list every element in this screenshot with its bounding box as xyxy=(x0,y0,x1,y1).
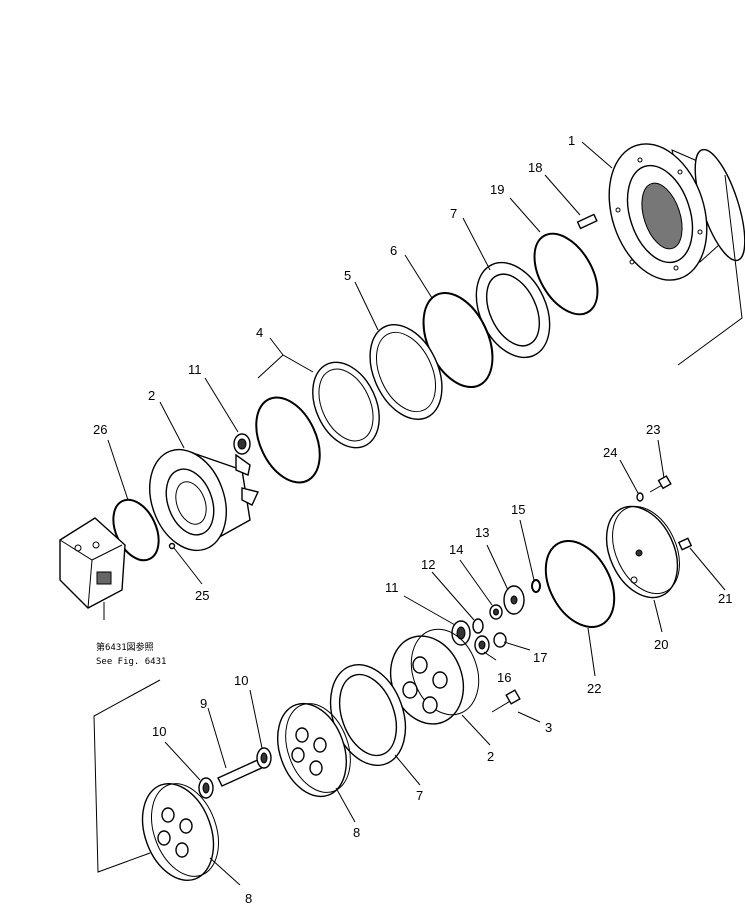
part-1-housing xyxy=(608,143,745,281)
part-19-snap-ring xyxy=(533,232,599,316)
part-24-washer xyxy=(636,492,644,502)
part-5-seal-ring xyxy=(369,324,443,420)
part-16-spacer xyxy=(474,635,490,655)
part-8-carrier-plate-upper xyxy=(277,702,351,798)
callout-3: 3 xyxy=(545,720,552,735)
part-12-thrust-washer xyxy=(472,618,484,634)
callout-16: 16 xyxy=(497,670,511,685)
part-8-carrier-plate-lower xyxy=(141,782,219,882)
part-25-plug xyxy=(168,542,176,550)
part-7-gear-ring-upper xyxy=(475,261,551,359)
callout-14: 14 xyxy=(449,542,463,557)
callout-13: 13 xyxy=(475,525,489,540)
part-21-plug xyxy=(677,537,693,551)
part-11-bearing-lower xyxy=(451,620,471,646)
callout-2-lower: 2 xyxy=(487,749,494,764)
callout-2: 2 xyxy=(148,388,155,403)
callout-11: 11 xyxy=(188,362,202,377)
part-4-floating-seal xyxy=(255,354,380,484)
callout-21: 21 xyxy=(718,591,732,606)
callout-25: 25 xyxy=(195,588,209,603)
leader-lines xyxy=(93,141,743,886)
reference-note-en: See Fig. 6431 xyxy=(96,657,166,667)
part-10-bearing-right xyxy=(256,747,272,769)
callout-17: 17 xyxy=(533,650,547,665)
callout-19: 19 xyxy=(490,182,504,197)
part-18-pin xyxy=(576,213,598,230)
callout-12: 12 xyxy=(421,557,435,572)
part-7-gear-ring-lower xyxy=(329,663,407,767)
part-15-snap-ring xyxy=(531,579,541,593)
callout-10-right: 10 xyxy=(234,673,248,688)
callout-1: 1 xyxy=(568,133,575,148)
callout-26: 26 xyxy=(93,422,107,437)
part-13-gear xyxy=(503,585,525,615)
part-17-ring xyxy=(493,632,507,648)
callout-7: 7 xyxy=(450,206,457,221)
callout-11-lower: 11 xyxy=(385,580,399,595)
callout-9: 9 xyxy=(200,696,207,711)
callout-labels: 1 18 19 7 6 5 4 11 2 26 25 23 24 15 13 1… xyxy=(93,133,732,905)
callout-23: 23 xyxy=(646,422,660,437)
part-11-bearing-upper xyxy=(233,433,251,455)
part-2-hub-upper xyxy=(149,448,259,552)
reference-note-jp: 第6431図参照 xyxy=(96,641,154,653)
part-14-washer xyxy=(489,604,503,620)
part-20-cover xyxy=(605,505,680,599)
part-23-bolt xyxy=(649,475,672,493)
callout-7-lower: 7 xyxy=(416,788,423,803)
callout-6: 6 xyxy=(390,243,397,258)
callout-22: 22 xyxy=(587,681,601,696)
motor-block xyxy=(59,517,126,620)
callout-5: 5 xyxy=(344,268,351,283)
callout-20: 20 xyxy=(654,637,668,652)
part-2-carrier-lower xyxy=(389,628,480,725)
part-10-bearing-left xyxy=(198,777,214,799)
callout-24: 24 xyxy=(603,445,617,460)
callout-18: 18 xyxy=(528,160,542,175)
callout-8-lower: 8 xyxy=(245,891,252,905)
part-22-o-ring xyxy=(544,540,616,628)
part-3-bolt xyxy=(491,689,521,713)
callout-8-upper: 8 xyxy=(353,825,360,840)
callout-4: 4 xyxy=(256,325,263,340)
callout-10-left: 10 xyxy=(152,724,166,739)
callout-15: 15 xyxy=(511,502,525,517)
